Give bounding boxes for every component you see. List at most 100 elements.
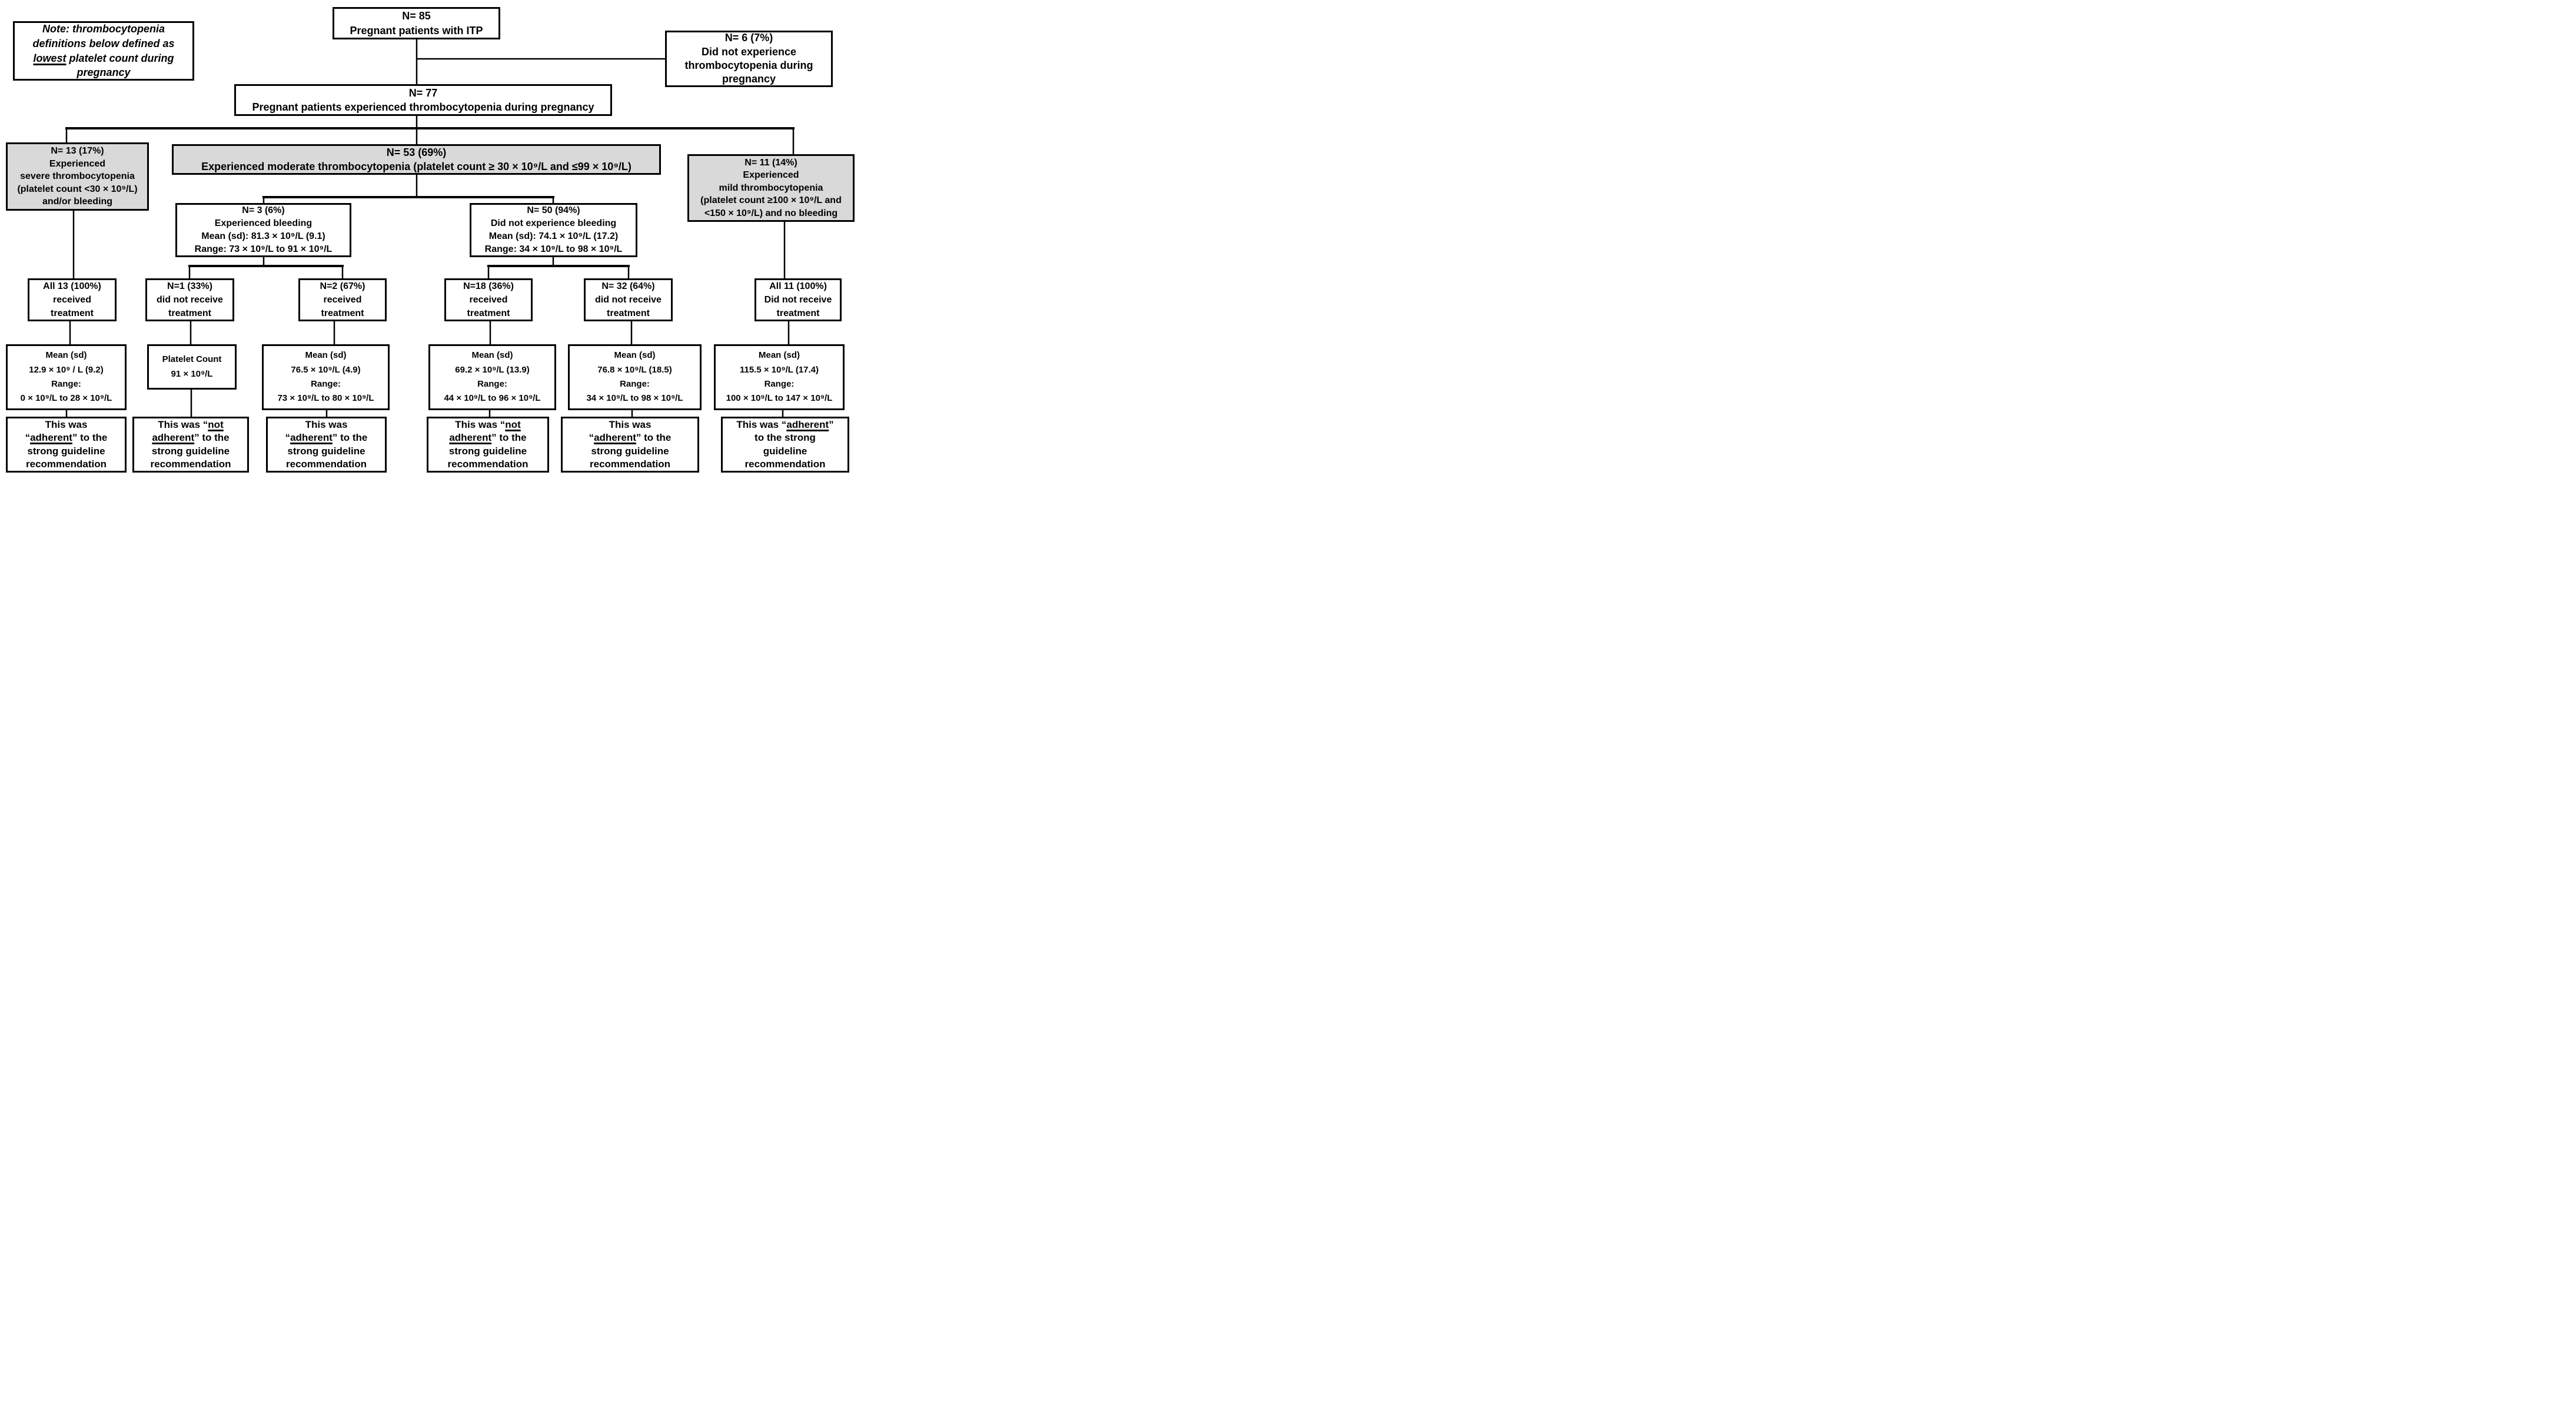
text-segment: strong guideline xyxy=(448,445,527,457)
box-adherence-severe: This was “adherent” to the strong guidel… xyxy=(6,417,127,473)
box-adherence-nobleeding-none: This was “adherent” to the strong guidel… xyxy=(561,417,699,473)
text-underlined: lowest xyxy=(33,52,67,64)
box-platelet-count: Platelet Count 91 × 10⁹/L xyxy=(147,344,237,390)
text-line: This was “not xyxy=(158,418,223,431)
text-segment: to the strong xyxy=(754,432,816,444)
text-line: 76.8 × 10⁹/L (18.5) xyxy=(597,364,672,375)
text-segment: recommendation xyxy=(286,458,367,470)
text-line: received xyxy=(323,294,362,305)
flowchart-canvas: Note: thrombocytopenia definitions below… xyxy=(0,0,859,474)
text-segment: This was xyxy=(45,419,88,431)
text-line: guideline xyxy=(763,445,807,458)
text-line: N= 11 (14%) xyxy=(744,157,797,168)
box-no-bleeding: N= 50 (94%) Did not experience bleeding … xyxy=(470,203,637,257)
text-line: This was xyxy=(45,418,88,431)
text-line: mild thrombocytopenia xyxy=(719,182,823,193)
text-line: Range: 73 × 10⁹/L to 91 × 10⁹/L xyxy=(194,244,333,255)
text-segment: strong guideline xyxy=(27,445,105,457)
text-line: This was xyxy=(305,418,348,431)
text-line: This was “not xyxy=(455,418,520,431)
box-stats-severe: Mean (sd) 12.9 × 10⁹ / L (9.2) Range: 0 … xyxy=(6,344,127,410)
text-line: Experienced xyxy=(743,170,799,181)
text-line: Did not experience bleeding xyxy=(490,218,617,228)
text-line: treatment xyxy=(51,308,94,319)
text-line: 73 × 10⁹/L to 80 × 10⁹/L xyxy=(277,393,374,404)
text-line: N= 32 (64%) xyxy=(601,281,655,291)
text-line: N= 77 xyxy=(408,87,438,99)
text-underlined: adherent xyxy=(30,432,72,444)
text-line: Did not receive xyxy=(764,294,832,305)
text-line: thrombocytopenia during xyxy=(684,59,813,71)
text-segment: Note: thrombocytopenia xyxy=(42,22,165,35)
text-line: Pregnant patients with ITP xyxy=(350,24,483,36)
text-segment: This was “ xyxy=(455,419,506,431)
box-no-thrombocytopenia: N= 6 (7%) Did not experience thrombocyto… xyxy=(665,31,833,87)
text-line: 12.9 × 10⁹ / L (9.2) xyxy=(29,364,104,375)
text-line: recommendation xyxy=(590,458,670,471)
text-line: This was xyxy=(609,418,652,431)
text-line: recommendation xyxy=(26,458,107,471)
text-line: All 11 (100%) xyxy=(769,281,827,291)
text-segment: “ xyxy=(25,432,31,444)
text-underlined: adherent xyxy=(449,432,492,444)
text-segment: recommendation xyxy=(744,458,826,470)
note-box: Note: thrombocytopenia definitions below… xyxy=(13,21,194,81)
text-line: 115.5 × 10⁹/L (17.4) xyxy=(739,364,819,375)
box-total-patients: N= 85 Pregnant patients with ITP xyxy=(333,7,500,39)
box-stats-bleeding-received: Mean (sd) 76.5 × 10⁹/L (4.9) Range: 73 ×… xyxy=(262,344,390,410)
text-line: adherent” to the xyxy=(449,431,526,444)
text-line: 44 × 10⁹/L to 96 × 10⁹/L xyxy=(444,393,541,404)
text-underlined: adherent xyxy=(786,419,829,431)
text-line: N= 6 (7%) xyxy=(724,32,773,44)
text-line: This was “adherent” xyxy=(736,418,833,431)
text-line: All 13 (100%) xyxy=(43,281,101,291)
box-severe-thrombocytopenia: N= 13 (17%) Experienced severe thrombocy… xyxy=(6,142,149,211)
text-line: strong guideline xyxy=(591,445,669,458)
text-segment: platelet count during xyxy=(66,52,174,64)
text-underlined: adherent xyxy=(290,432,333,444)
text-line: Range: xyxy=(51,379,81,389)
text-segment: recommendation xyxy=(590,458,670,470)
text-line: Mean (sd) xyxy=(305,350,347,361)
text-line: treatment xyxy=(321,308,364,319)
text-line: Experienced bleeding xyxy=(214,218,313,228)
text-line: Note: thrombocytopenia xyxy=(42,22,165,36)
text-line: Range: xyxy=(764,379,795,389)
text-line: N= 85 xyxy=(402,10,431,22)
text-line: treatment xyxy=(467,308,510,319)
text-segment: strong guideline xyxy=(151,445,230,457)
text-line: Mean (sd) xyxy=(614,350,656,361)
text-line: (platelet count ≥100 × 10⁹/L and xyxy=(700,195,842,206)
text-segment: “ xyxy=(285,432,291,444)
text-line: adherent” to the xyxy=(152,431,229,444)
box-treatment-bleeding-received: N=2 (67%) received treatment xyxy=(298,278,387,321)
text-line: recommendation xyxy=(286,458,367,471)
text-line: N=2 (67%) xyxy=(320,281,365,291)
text-line: recommendation xyxy=(151,458,231,471)
text-line: N=1 (33%) xyxy=(167,281,212,291)
text-line: strong guideline xyxy=(27,445,105,458)
box-adherence-mild: This was “adherent” to the strong guidel… xyxy=(721,417,849,473)
text-line: N= 13 (17%) xyxy=(51,146,104,157)
text-segment: ” to the xyxy=(72,432,108,444)
text-underlined: not xyxy=(505,419,521,431)
text-segment: strong guideline xyxy=(287,445,365,457)
text-line: N=18 (36%) xyxy=(463,281,514,291)
text-line: Experienced xyxy=(49,158,106,169)
text-line: Range: xyxy=(620,379,650,389)
text-line: “adherent” to the xyxy=(25,431,108,444)
text-line: treatment xyxy=(607,308,650,319)
text-line: and/or bleeding xyxy=(42,197,113,207)
text-line: “adherent” to the xyxy=(589,431,672,444)
box-adherence-bleeding-none: This was “not adherent” to the strong gu… xyxy=(132,417,249,473)
text-underlined: adherent xyxy=(152,432,195,444)
text-line: pregnancy xyxy=(77,65,130,79)
text-line: Range: xyxy=(311,379,341,389)
box-stats-mild: Mean (sd) 115.5 × 10⁹/L (17.4) Range: 10… xyxy=(714,344,845,410)
box-experienced-thrombocytopenia: N= 77 Pregnant patients experienced thro… xyxy=(234,84,612,116)
box-treatment-bleeding-none: N=1 (33%) did not receive treatment xyxy=(145,278,234,321)
text-line: Pregnant patients experienced thrombocyt… xyxy=(252,101,594,113)
text-line: Mean (sd) xyxy=(758,350,800,361)
text-line: N= 53 (69%) xyxy=(386,146,447,158)
text-line: 0 × 10⁹/L to 28 × 10⁹/L xyxy=(20,393,112,404)
